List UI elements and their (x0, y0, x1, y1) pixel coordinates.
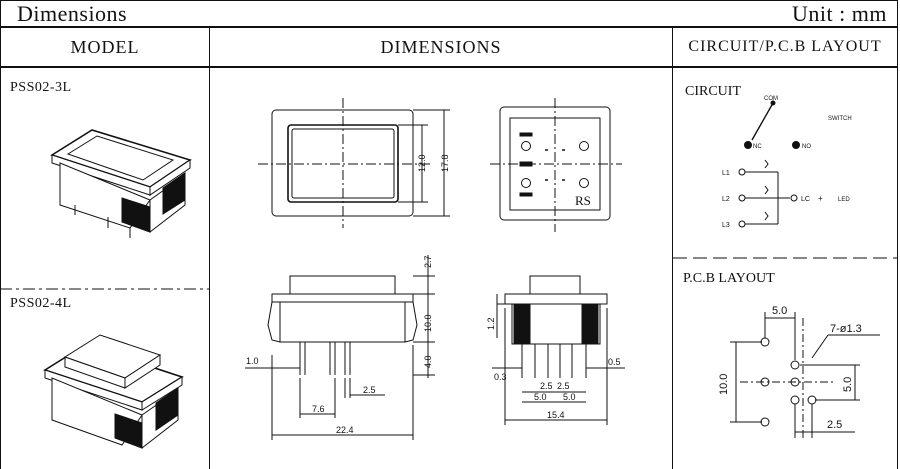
pcb-dim-bottom: 2.5 (827, 419, 842, 431)
pcb-title: P.C.B LAYOUT (683, 271, 775, 286)
side-dim-top: 2.7 (423, 255, 433, 268)
circuit-plus-label: + (818, 194, 823, 203)
end-dim-step: 1.2 (486, 317, 496, 330)
circuit-line-l2: L2 (722, 196, 730, 203)
end-dim-pin-right: 0.5 (608, 357, 621, 367)
end-dim-span-b: 5.0 (563, 392, 576, 402)
end-dim-overall: 15.4 (547, 410, 565, 420)
model-name-2: PSS02-4L (10, 296, 72, 311)
circuit-switch-label: SWITCH (828, 116, 852, 122)
side-dim-pitch: 2.5 (363, 385, 376, 395)
unit-label: Unit : mm (792, 0, 887, 26)
front-view-drawing (258, 98, 450, 228)
side-view-drawing (245, 255, 435, 440)
switch-3l-illustration (50, 129, 192, 238)
end-dim-span-a: 5.0 (534, 392, 547, 402)
switch-4l-illustration (43, 334, 184, 450)
circuit-diagram (738, 100, 800, 228)
side-dim-overall: 22.4 (336, 425, 354, 435)
front-outer-height: 17.8 (440, 154, 450, 172)
front-inner-height: 12.0 (417, 154, 427, 172)
pcb-dim-right: 5.0 (842, 377, 854, 392)
end-dim-pitch-b: 2.5 (557, 381, 570, 391)
title-bar: Dimensions Unit : mm (0, 0, 898, 28)
dimensions-column (210, 68, 673, 469)
sheet-title: Dimensions (17, 0, 128, 26)
model-name-1: PSS02-3L (10, 80, 72, 95)
pcb-dim-left: 10.0 (718, 374, 730, 395)
header-model: MODEL (0, 28, 210, 68)
end-view-drawing (492, 275, 625, 425)
pcb-holes-label: 7-ø1.3 (830, 323, 862, 335)
circuit-line-l3: L3 (722, 222, 730, 229)
pcb-dim-top: 5.0 (772, 305, 787, 317)
circuit-nc-label: NC (753, 144, 762, 150)
model-column (0, 68, 210, 469)
side-dim-offset: 7.6 (312, 404, 325, 414)
end-dim-pitch-a: 2.5 (540, 381, 553, 391)
circuit-title: CIRCUIT (685, 84, 741, 99)
end-dim-pin-left: 0.3 (494, 372, 507, 382)
pcb-layout (730, 312, 880, 440)
side-dim-pin-width: 1.0 (246, 356, 259, 366)
circuit-line-l1: L1 (722, 170, 730, 177)
circuit-column (673, 68, 898, 469)
rear-view-drawing (490, 98, 622, 232)
circuit-no-label: NO (802, 144, 811, 150)
circuit-led-label: LED (838, 197, 850, 203)
circuit-lc-label: LC (801, 196, 810, 203)
header-dimensions: DIMENSIONS (210, 28, 673, 68)
circuit-com-label: COM (764, 96, 778, 102)
side-dim-body: 10.0 (423, 314, 433, 332)
side-dim-pin: 4.0 (423, 355, 433, 368)
header-circuit-pcb: CIRCUIT/P.C.B LAYOUT (673, 28, 898, 68)
rs-mark: RS (575, 193, 591, 208)
